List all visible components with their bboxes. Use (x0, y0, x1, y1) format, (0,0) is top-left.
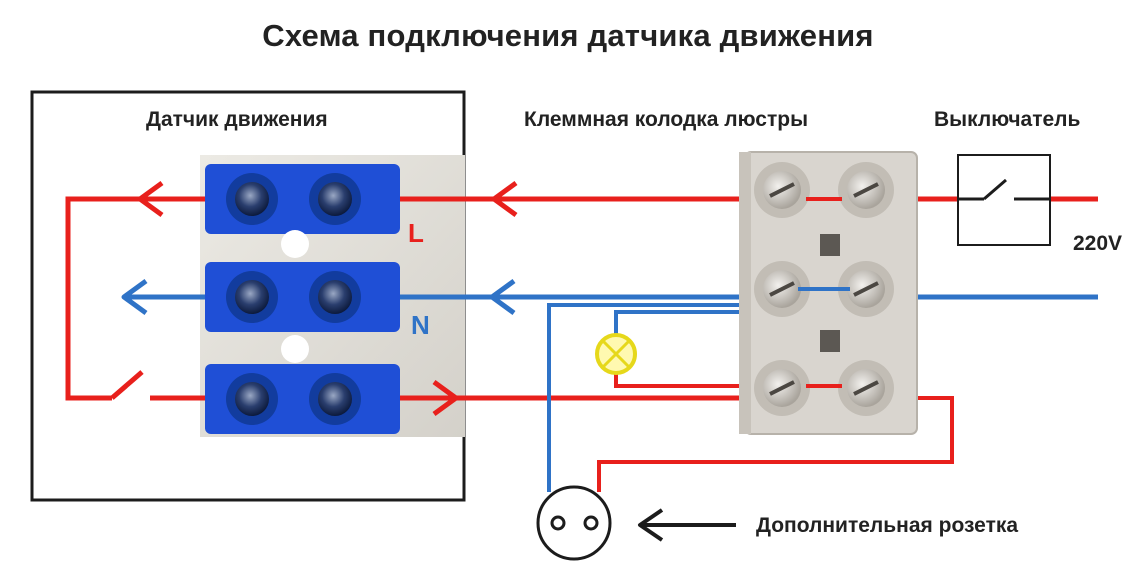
sensor-terminal-strip (205, 164, 400, 434)
block-screw-icon (838, 261, 894, 317)
block-screw-icon (838, 162, 894, 218)
neutral-label: N (411, 310, 430, 340)
socket-wire-blue (547, 303, 760, 492)
terminal-block-label: Клеммная колодка люстры (524, 108, 809, 131)
terminal-gap-hole (281, 335, 309, 363)
socket-pointer-arrow-icon (638, 508, 736, 542)
extra-socket-label: Дополнительная розетка (756, 514, 1019, 537)
switch-contact (983, 178, 1007, 201)
voltage-label: 220V (1073, 232, 1123, 255)
phase-label: L (408, 218, 424, 248)
switch-label: Выключатель (934, 108, 1081, 131)
block-slot (820, 234, 840, 256)
terminal-screw-icon (309, 173, 361, 225)
block-screw-icon (754, 360, 810, 416)
diagram-title: Схема подключения датчика движения (262, 18, 874, 53)
terminal-gap-hole (281, 230, 309, 258)
terminal-screw-icon (226, 271, 278, 323)
arrow-neutral-into-sensor (489, 278, 516, 316)
arrow-phase-out (432, 379, 459, 417)
chandelier-terminal-block (739, 151, 918, 435)
lamp-icon (595, 333, 637, 375)
block-slot (820, 330, 840, 352)
wall-switch (957, 154, 1051, 246)
socket-wire-red (597, 396, 954, 492)
terminal-screw-icon (309, 271, 361, 323)
arrow-phase-into-sensor (491, 180, 518, 218)
terminal-screw-icon (226, 173, 278, 225)
motion-sensor-label: Датчик движения (146, 108, 328, 131)
arrow-neutral-left (121, 278, 148, 316)
lamp-wire-blue (614, 310, 760, 336)
block-screw-icon (754, 261, 810, 317)
arrow-phase-left (137, 180, 164, 218)
lamp-wire-red (614, 372, 760, 388)
terminal-screw-icon (309, 373, 361, 425)
terminal-screw-icon (226, 373, 278, 425)
block-screw-icon (754, 162, 810, 218)
block-screw-icon (838, 360, 894, 416)
socket-icon (536, 485, 612, 561)
sensor-switch-contact (110, 370, 144, 400)
